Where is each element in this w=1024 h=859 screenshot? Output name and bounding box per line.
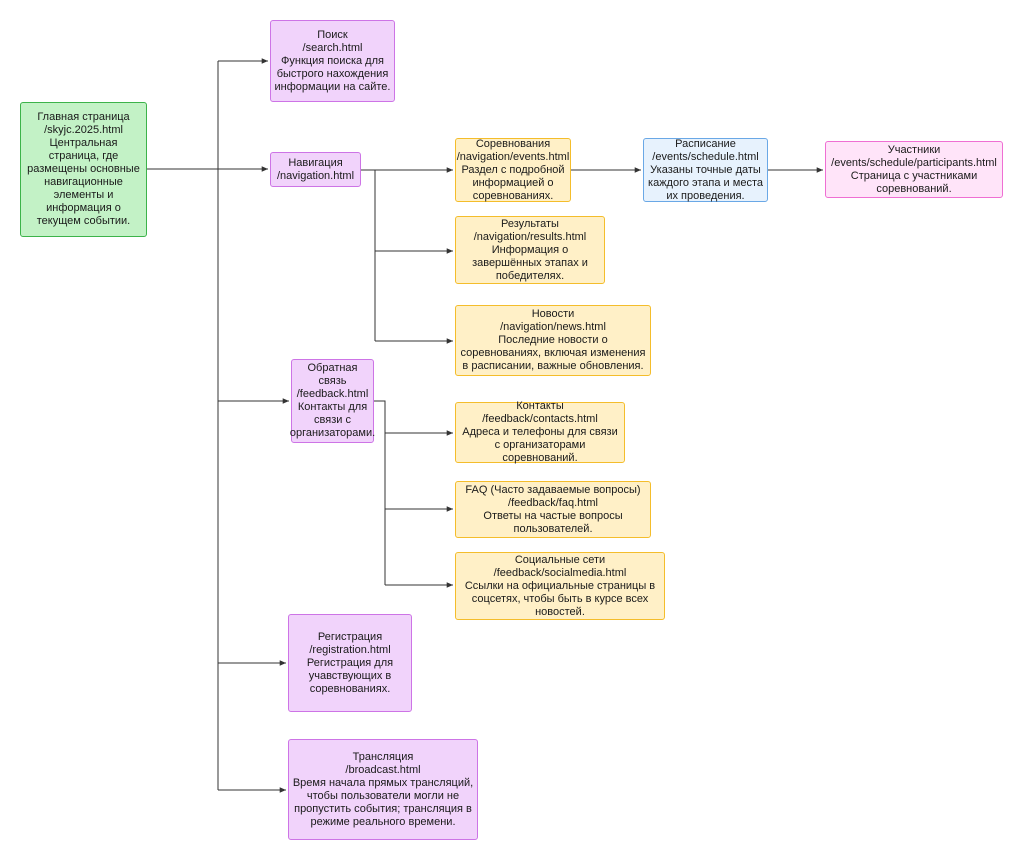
node-participants: Участники /events/schedule/participants.… [825,141,1003,198]
node-schedule: Расписание /events/schedule.html Указаны… [643,138,768,202]
node-news-path: /navigation/news.html [500,321,606,333]
node-results-desc: Информация о завершённых этапах и победи… [472,243,588,282]
node-social-title: Социальные сети [514,553,606,566]
node-faq-title: FAQ (Часто задаваемые вопросы) [465,483,641,496]
node-contacts-desc: Адреса и телефоны для связи с организато… [462,426,618,464]
node-contacts: Контакты /feedback/contacts.html Адреса … [455,400,625,464]
node-social-path: /feedback/socialmedia.html [493,566,627,579]
node-home-title: Главная страница [37,111,130,123]
node-results: Результаты /navigation/results.html Инфо… [455,216,605,284]
node-feedback-title: Обратная связь [307,362,358,387]
node-contacts-title: Контакты [516,400,564,412]
node-home: Главная страница /skyjc.2025.html Центра… [20,102,147,237]
node-contacts-path: /feedback/contacts.html [482,413,598,425]
node-events-title: Соревнования [475,137,551,150]
node-news-desc: Последние новости о соревнованиях, включ… [460,334,646,372]
node-social-desc: Ссылки на официальные страницы в соцсетя… [464,579,656,618]
node-registration-title: Регистрация [317,630,383,643]
node-navigation-title: Навигация [288,156,343,169]
node-events: Соревнования /navigation/events.html Раз… [455,138,571,202]
node-participants-path: /events/schedule/participants.html [831,156,997,169]
node-feedback-desc: Контакты для связи с организаторами. [289,401,376,439]
node-events-path: /navigation/events.html [456,150,570,163]
node-navigation-path: /navigation.html [276,169,355,182]
node-home-desc: Центральная страница, где размещены осно… [27,137,140,227]
node-participants-title: Участники [887,143,941,156]
node-results-path: /navigation/results.html [473,230,587,243]
node-feedback-path: /feedback.html [296,388,369,400]
node-search-title: Поиск [317,28,348,41]
node-news-title: Новости [531,308,575,320]
node-broadcast: Трансляция /broadcast.html Время начала … [288,739,478,840]
node-faq-path: /feedback/faq.html [508,496,598,509]
node-schedule-path: /events/schedule.html [652,150,759,163]
node-schedule-title: Расписание [675,137,736,150]
node-social: Социальные сети /feedback/socialmedia.ht… [455,552,665,620]
node-search-path: /search.html [302,41,363,54]
node-search: Поиск /search.html Функция поиска для бы… [270,20,395,102]
node-participants-desc: Страница с участниками соревнований. [850,169,978,195]
node-faq-desc: Ответы на частые вопросы пользователей. [483,509,623,535]
node-broadcast-desc: Время начала прямых трансляций, чтобы по… [292,776,474,828]
node-broadcast-path: /broadcast.html [345,763,421,776]
node-registration: Регистрация /registration.html Регистрац… [288,614,412,712]
node-broadcast-title: Трансляция [352,750,414,763]
node-feedback: Обратная связь /feedback.html Контакты д… [289,359,376,443]
node-navigation: Навигация /navigation.html [270,152,361,187]
node-home-path: /skyjc.2025.html [44,124,123,136]
node-news: Новости /navigation/news.html Последние … [455,305,651,376]
node-schedule-desc: Указаны точные даты каждого этапа и мест… [648,163,763,202]
connector-feedback-branch [374,400,386,585]
connector-nav-branch [361,169,376,341]
node-results-title: Результаты [501,217,559,230]
node-search-desc: Функция поиска для быстрого нахождения и… [274,54,391,93]
node-events-desc: Раздел с подробной информацией о соревно… [461,163,565,202]
node-faq: FAQ (Часто задаваемые вопросы) /feedback… [455,481,651,538]
node-registration-desc: Регистрация для учавствующих в соревнова… [306,656,394,695]
node-registration-path: /registration.html [309,643,391,656]
